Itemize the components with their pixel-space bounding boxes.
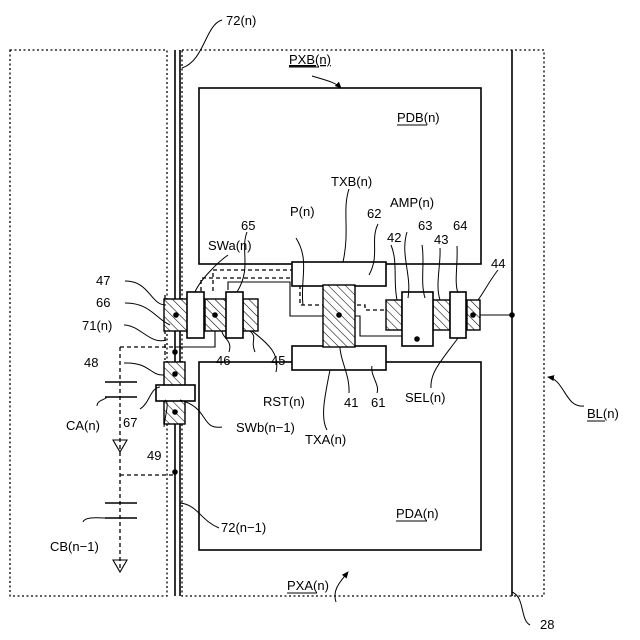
node-46 [212, 312, 218, 318]
node-72-n-1 [172, 469, 178, 475]
label-swa: SWa(n) [208, 238, 252, 253]
node-49 [172, 409, 178, 415]
transfer-gate-txb [292, 262, 386, 286]
label-72n-1: 72(n−1) [221, 520, 266, 535]
gate-rst [226, 292, 243, 338]
diffusion-42 [386, 300, 402, 330]
label-72n: 72(n) [226, 13, 256, 28]
label-47: 47 [96, 273, 110, 288]
node-44 [470, 312, 476, 318]
diffusion-45 [243, 299, 258, 331]
label-48: 48 [84, 355, 98, 370]
label-txa: TXA(n) [305, 432, 346, 447]
label-bl: BL(n) [587, 406, 619, 421]
label-pn: P(n) [290, 204, 315, 219]
label-sel: SEL(n) [405, 390, 445, 405]
label-46: 46 [216, 353, 230, 368]
node-41 [336, 312, 342, 318]
label-ca: CA(n) [66, 418, 100, 433]
label-64: 64 [453, 218, 467, 233]
node-amp [414, 336, 420, 342]
label-71n: 71(n) [82, 318, 112, 333]
node-66 [173, 312, 179, 318]
label-63: 63 [418, 218, 432, 233]
label-pxb: PXB(n) [289, 52, 331, 67]
label-49: 49 [147, 448, 161, 463]
label-61: 61 [371, 395, 385, 410]
label-cb: CB(n−1) [50, 539, 99, 554]
label-41: 41 [344, 395, 358, 410]
label-swb: SWb(n−1) [236, 420, 295, 435]
label-rst: RST(n) [263, 394, 305, 409]
label-pxa: PXA(n) [287, 578, 329, 593]
label-42: 42 [387, 230, 401, 245]
label-45: 45 [271, 353, 285, 368]
label-txb: TXB(n) [331, 174, 372, 189]
diffusion-43 [433, 300, 450, 330]
gate-sel [450, 292, 466, 338]
node-71 [172, 349, 178, 355]
label-62: 62 [367, 206, 381, 221]
label-66: 66 [96, 295, 110, 310]
label-65: 65 [241, 218, 255, 233]
node-48 [172, 371, 178, 377]
capacitor-cb [105, 503, 137, 572]
node-bl [509, 312, 515, 318]
gate-swb [156, 385, 195, 401]
label-pdb: PDB(n) [397, 110, 440, 125]
label-44: 44 [491, 256, 505, 271]
label-pda: PDA(n) [396, 506, 439, 521]
gate-swa [187, 292, 204, 338]
label-67: 67 [123, 415, 137, 430]
label-43: 43 [434, 232, 448, 247]
label-28: 28 [540, 617, 554, 632]
label-amp: AMP(n) [390, 195, 434, 210]
